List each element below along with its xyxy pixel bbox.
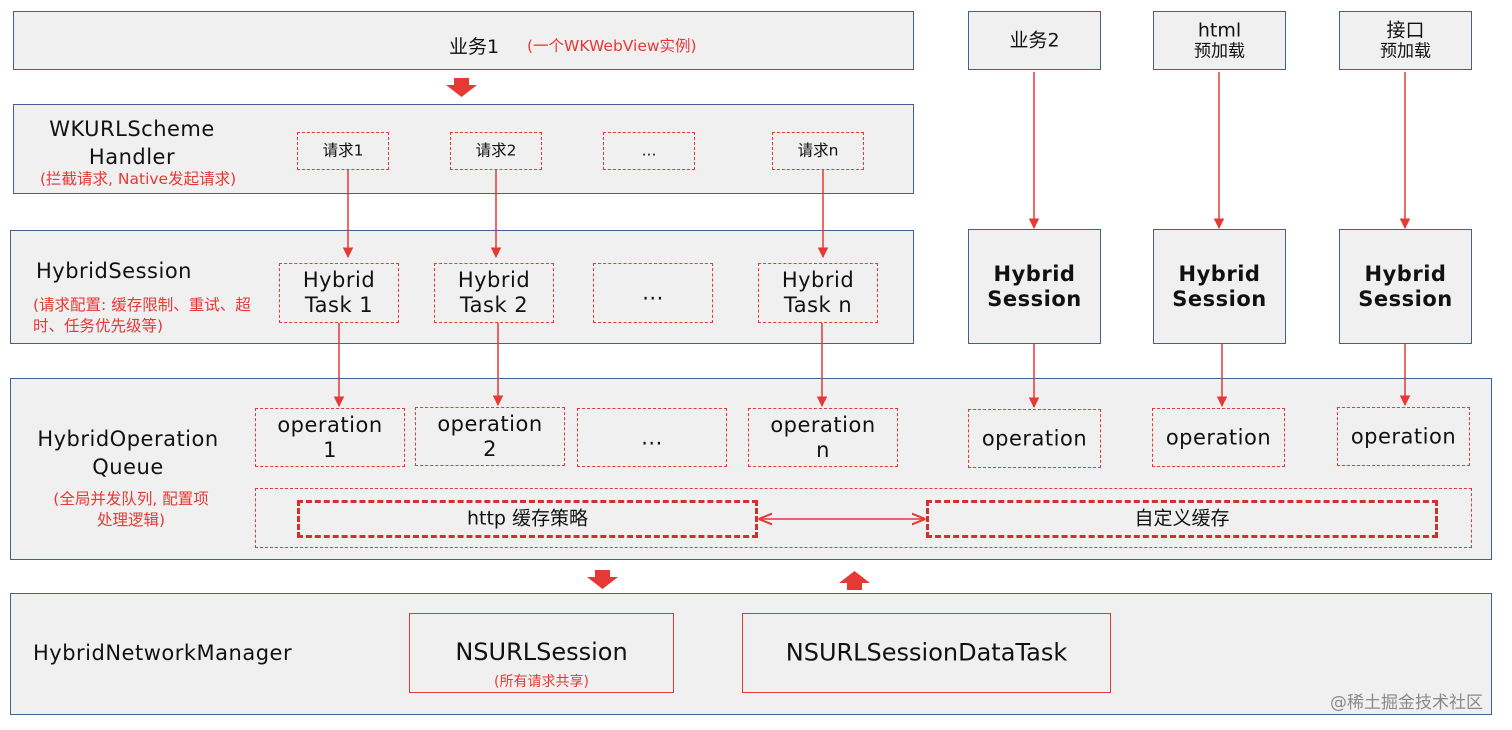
hybrid-task-2-line-2: Task 2 [459, 293, 529, 317]
operation-queue-title-line-1: HybridOperation [37, 427, 219, 451]
api-preload-label: 接口 预加载 [1340, 19, 1471, 62]
api-preload-box: 接口 预加载 [1339, 11, 1472, 70]
business-2-label: 业务2 [1009, 29, 1060, 52]
hybrid-task-1-line-2: Task 1 [304, 293, 374, 317]
block-arrow-down-top [446, 78, 477, 97]
side-session-3-line-1: Hybrid [1364, 261, 1447, 286]
datatask-box: NSURLSessionDataTask [742, 613, 1111, 693]
nsurlsession-label: NSURLSession [455, 638, 628, 666]
html-preload-label: html 预加载 [1154, 19, 1285, 62]
operation-2-line-1: operation [437, 411, 543, 436]
operation-queue-title: HybridOperation Queue [19, 425, 237, 481]
hybrid-session-note-line-2: 时、任务优先级等) [33, 317, 164, 335]
request-1-label: 请求1 [322, 141, 364, 160]
watermark: @稀土掘金技术社区 [1330, 693, 1483, 713]
operation-2-line-2: 2 [483, 436, 497, 461]
hybrid-task-ellipsis-label: ... [642, 280, 664, 305]
network-manager-title: HybridNetworkManager [33, 641, 293, 665]
request-n-box: 请求n [772, 132, 864, 170]
side-operation-1-label: operation [981, 425, 1088, 450]
operation-queue-note-line-1: (全局并发队列, 配置项 [53, 490, 209, 508]
business-1-note: (一个WKWebView实例) [527, 37, 697, 55]
side-operation-1-box: operation [968, 409, 1101, 468]
business-2-box: 业务2 [968, 11, 1101, 70]
side-session-3-line-2: Session [1358, 286, 1453, 311]
operation-n-line-2: n [816, 437, 830, 462]
nsurlsession-note: (所有请求共享) [494, 674, 589, 690]
hybrid-task-1-line-1: Hybrid [302, 267, 376, 292]
side-operation-3-label: operation [1350, 423, 1457, 448]
operation-queue-note-line-2: 处理逻辑) [96, 511, 166, 529]
operation-1-line-2: 1 [323, 437, 337, 462]
side-operation-3-box: operation [1337, 407, 1470, 466]
side-session-1-line-2: Session [987, 286, 1082, 311]
hybrid-task-2-line-1: Hybrid [457, 267, 531, 292]
request-ellipsis-label: ... [641, 141, 657, 160]
side-operation-2-label: operation [1165, 424, 1272, 449]
operation-queue-note: (全局并发队列, 配置项 处理逻辑) [31, 489, 231, 531]
api-preload-line-2: 预加载 [1380, 41, 1431, 62]
nsurlsession-box: NSURLSession (所有请求共享) [409, 613, 674, 693]
scheme-handler-title-line-1: WKURLScheme [49, 117, 215, 141]
request-2-box: 请求2 [450, 132, 542, 170]
api-preload-line-1: 接口 [1386, 18, 1425, 41]
block-arrow-up-bottom [839, 571, 870, 590]
hybrid-session-note: (请求配置: 缓存限制、重试、超 时、任务优先级等) [33, 295, 251, 337]
hybrid-session-title: HybridSession [36, 259, 192, 283]
http-cache-label: http 缓存策略 [466, 507, 589, 530]
datatask-label: NSURLSessionDataTask [785, 638, 1068, 667]
html-preload-box: html 预加载 [1153, 11, 1286, 70]
request-1-box: 请求1 [297, 132, 389, 170]
hybrid-task-n-line-2: Task n [783, 293, 853, 317]
operation-n-line-1: operation [770, 412, 876, 437]
business-1-label: 业务1 [449, 36, 500, 58]
operation-queue-title-line-2: Queue [92, 455, 164, 479]
request-2-label: 请求2 [475, 141, 517, 160]
scheme-handler-note: (拦截请求, Native发起请求) [40, 170, 237, 188]
operation-ellipsis-box: ... [577, 408, 727, 467]
side-session-2-line-1: Hybrid [1178, 261, 1261, 286]
scheme-handler-panel: WKURLScheme Handler (拦截请求, Native发起请求) [13, 104, 914, 194]
http-cache-box: http 缓存策略 [297, 500, 758, 538]
request-ellipsis-box: ... [603, 132, 695, 170]
custom-cache-label: 自定义缓存 [1134, 507, 1230, 530]
operation-ellipsis-label: ... [641, 424, 663, 449]
scheme-handler-title: WKURLScheme Handler [32, 115, 232, 171]
html-preload-line-1: html [1197, 18, 1242, 41]
business-1-panel: 业务1 (一个WKWebView实例) [13, 11, 914, 70]
scheme-handler-title-line-2: Handler [88, 145, 176, 169]
operation-1-line-1: operation [277, 412, 383, 437]
html-preload-line-2: 预加载 [1194, 41, 1245, 62]
custom-cache-box: 自定义缓存 [926, 500, 1438, 538]
side-session-2-line-2: Session [1172, 286, 1267, 311]
block-arrow-down-bottom [587, 570, 618, 589]
hybrid-task-n-line-1: Hybrid [781, 267, 855, 292]
hybrid-task-ellipsis-box: ... [593, 263, 713, 323]
side-session-1-line-1: Hybrid [993, 261, 1076, 286]
side-operation-2-box: operation [1152, 408, 1285, 467]
cache-strategy-container [255, 488, 1472, 548]
hybrid-session-panel: HybridSession (请求配置: 缓存限制、重试、超 时、任务优先级等) [10, 230, 914, 344]
request-n-label: 请求n [797, 141, 839, 160]
hybrid-session-note-line-1: (请求配置: 缓存限制、重试、超 [33, 296, 251, 314]
